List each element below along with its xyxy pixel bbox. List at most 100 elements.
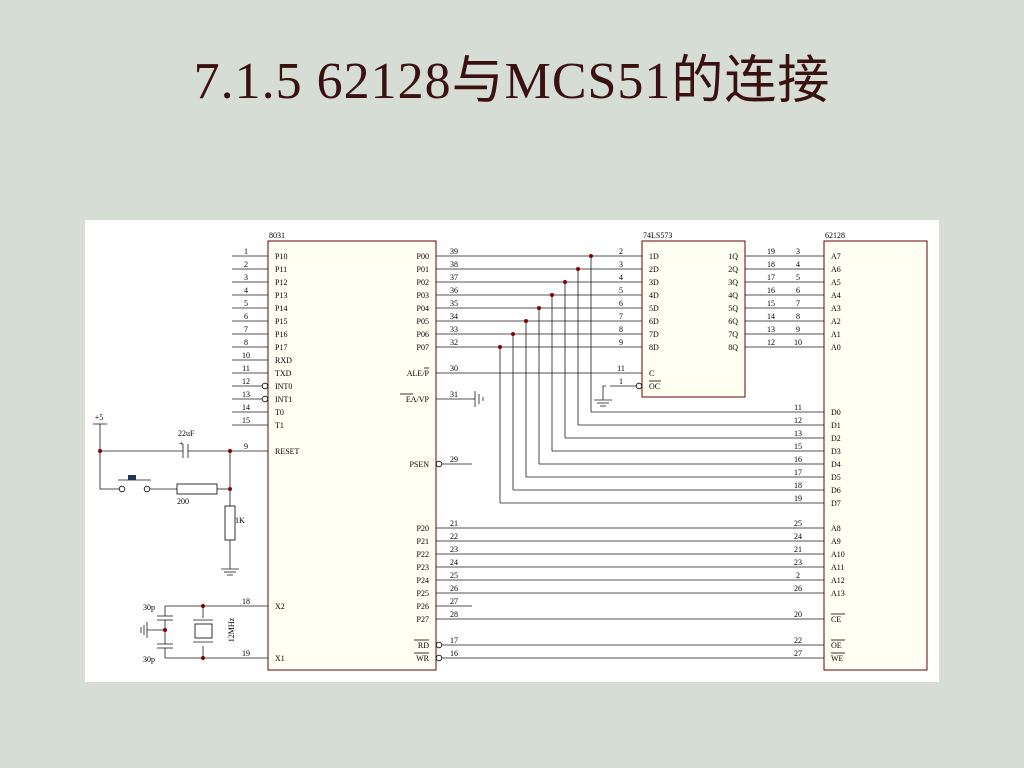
ram-control-pin-number: 20 (794, 610, 802, 619)
mcu-pin-number: 2 (244, 260, 248, 269)
mcu-pin-label: T0 (275, 408, 284, 417)
latch-pin-number: 6 (619, 299, 623, 308)
crystal-label: 12MHz (227, 617, 236, 642)
ram-data-pin-number: 15 (794, 442, 802, 451)
ram-data-pin-number: 18 (794, 481, 802, 490)
button-resistor (176, 483, 218, 495)
mcu-pin-number: 16 (450, 649, 458, 658)
latch-pin-number: 2 (619, 247, 623, 256)
latch-pin-number: 13 (767, 325, 775, 334)
ram-address-high-pin-label: A12 (831, 576, 845, 585)
latch-pin-number: 9 (619, 338, 623, 347)
button-resistor-label: 200 (177, 497, 189, 506)
mcu-pin-label: P06 (417, 330, 429, 339)
latch-pin-number: 15 (767, 299, 775, 308)
ram-control-pin-number: 27 (794, 649, 802, 658)
ram-address-pin-label: A1 (831, 330, 841, 339)
slide-title: 7.1.5 62128与MCS51的连接 (193, 53, 831, 110)
mcu-pin-number: 18 (242, 597, 250, 606)
mcu-pin-number: 15 (242, 416, 250, 425)
ram-data-pin-number: 17 (794, 468, 802, 477)
mcu-pin-label: T1 (275, 421, 284, 430)
mcu-pin-label: RD (418, 641, 429, 650)
mcu-pin-label: P04 (417, 304, 429, 313)
mcu-pin-label: WR (416, 654, 430, 663)
mcu-pin-number: 19 (242, 649, 250, 658)
ram-address-pin-number: 4 (796, 260, 800, 269)
ram-control-pin-number: 22 (794, 636, 802, 645)
chip-name-62128: 62128 (825, 231, 845, 240)
latch-pin-label: 2D (649, 265, 659, 274)
ram-address-pin-number: 9 (796, 325, 800, 334)
mcu-pin-label: P27 (417, 615, 429, 624)
latch-pin-number: 5 (619, 286, 623, 295)
ram-control-pin-label: CE (831, 615, 841, 624)
ram-data-pin-label: D6 (831, 486, 841, 495)
ram-address-high-pin-number: 24 (794, 532, 802, 541)
ram-data-pin-label: D1 (831, 421, 841, 430)
mcu-pin-label: RXD (275, 356, 292, 365)
crystal-cap-bottom-label: 30p (143, 655, 155, 664)
latch-pin-label: 8D (649, 343, 659, 352)
mcu-pin-number: 4 (244, 286, 248, 295)
ram-address-high-pin-number: 26 (794, 584, 802, 593)
mcu-pin-number: 14 (242, 403, 250, 412)
mcu-pin-label: INT1 (275, 395, 292, 404)
latch-pin-label: OC (649, 382, 660, 391)
mcu-pin-number: 25 (450, 571, 458, 580)
latch-pin-label: 1D (649, 252, 659, 261)
mcu-pin-number: 33 (450, 325, 458, 334)
ram-data-pin-label: D0 (831, 408, 841, 417)
latch-pin-label: 7D (649, 330, 659, 339)
latch-pin-label: 3Q (728, 278, 738, 287)
mcu-pin-number: 1 (244, 247, 248, 256)
ram-address-high-pin-number: 21 (794, 545, 802, 554)
latch-pin-number: 11 (617, 364, 625, 373)
latch-pin-label: 4Q (728, 291, 738, 300)
mcu-pin-number: 32 (450, 338, 458, 347)
oc-ground-wire (602, 385, 606, 397)
mcu-pin-number: 31 (450, 390, 458, 399)
inverting-bubble (435, 654, 443, 662)
mcu-pin-number: 8 (244, 338, 248, 347)
mcu-pin-label: P17 (275, 343, 287, 352)
ram-address-high-pin-label: A9 (831, 537, 841, 546)
ram-address-high-pin-label: A10 (831, 550, 845, 559)
ram-data-pin-label: D7 (831, 499, 841, 508)
latch-pin-label: 4D (649, 291, 659, 300)
mcu-pin-label: P12 (275, 278, 287, 287)
mcu-pin-number: 34 (450, 312, 458, 321)
mcu-pin-number: 7 (244, 325, 248, 334)
mcu-pin-label: P10 (275, 252, 287, 261)
ram-address-high-pin-label: A13 (831, 589, 845, 598)
latch-pin-number: 7 (619, 312, 623, 321)
ram-address-high-pin-number: 25 (794, 519, 802, 528)
ram-address-pin-label: A2 (831, 317, 841, 326)
mcu-pin-number: 35 (450, 299, 458, 308)
latch-pin-number: 14 (767, 312, 775, 321)
inverting-bubble (261, 382, 269, 390)
mcu-pin-number: 9 (244, 442, 248, 451)
mcu-pin-label: P01 (417, 265, 429, 274)
inverting-bubble (435, 641, 443, 649)
mcu-pin-label: TXD (275, 369, 292, 378)
ram-address-pin-number: 5 (796, 273, 800, 282)
pulldown-resistor (224, 505, 236, 541)
ram-address-high-pin-number: 23 (794, 558, 802, 567)
mcu-pin-label: P05 (417, 317, 429, 326)
ram-data-pin-label: D3 (831, 447, 841, 456)
latch-pin-number: 8 (619, 325, 623, 334)
mcu-pin-number: 28 (450, 610, 458, 619)
ram-data-pin-label: D2 (831, 434, 841, 443)
vcc-label: +5 (95, 413, 104, 422)
button-cap (128, 475, 136, 480)
ram-address-pin-label: A7 (831, 252, 841, 261)
chip-name-8031: 8031 (269, 231, 285, 240)
ram-data-pin-number: 16 (794, 455, 802, 464)
mcu-pin-label: P25 (417, 589, 429, 598)
latch-pin-number: 19 (767, 247, 775, 256)
mcu-pin-label: P02 (417, 278, 429, 287)
mcu-pin-number: 30 (450, 364, 458, 373)
ram-address-high-pin-label: A8 (831, 524, 841, 533)
